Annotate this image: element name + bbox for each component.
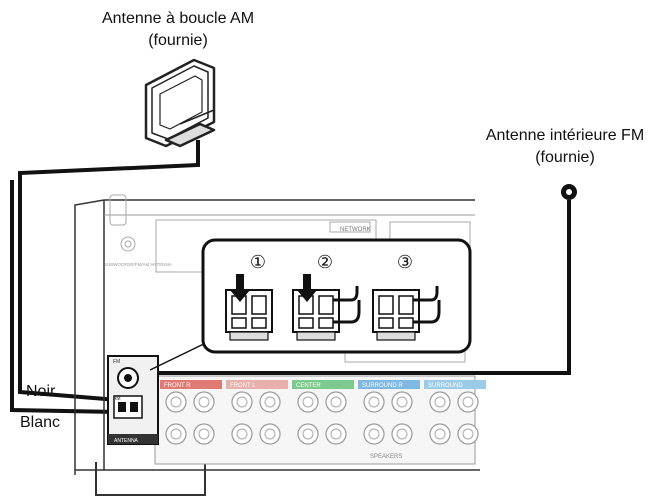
speaker-group-label: FRONT R [164,383,191,389]
receiver-rear-panel [74,199,480,496]
am-antenna-label-line2: (fournie) [148,32,208,49]
speaker-terminal [429,423,451,445]
speaker-group: FRONT R [160,380,222,445]
inset-pointer-line [149,339,213,371]
speaker-group-label: SURROUND [428,383,463,389]
speaker-group: CENTER [292,380,354,445]
subwoofer-antenna-label: SUBWOOFER/FM/AM ANTENNA [104,262,172,267]
connection-step: ① [225,252,273,341]
push-arrow-icon [297,274,317,302]
am-antenna-label: Antenne à boucle AM (fournie) [78,8,278,52]
speakers-label: SPEAKERS [370,454,402,460]
speaker-terminal [363,423,385,445]
speaker-group-label: SURROUND R [362,383,403,389]
am-antenna-label-line1: Antenne à boucle AM [101,10,255,27]
speaker-terminal [457,391,479,413]
speaker-terminal [259,391,281,413]
speaker-terminal [165,423,187,445]
speaker-terminal [325,423,347,445]
speaker-terminal [193,391,215,413]
connection-step: ② [292,252,361,341]
antenna-terminal-label: ANTENNA [114,438,139,444]
speaker-terminal [429,391,451,413]
antenna-terminal-block [107,355,159,445]
step-number: ② [317,252,333,272]
inserted-wire [413,286,439,302]
am-antenna-cable [18,140,200,402]
inserted-wire [333,286,359,302]
speaker-terminal [457,423,479,445]
fm-terminal-label: FM [113,359,120,365]
speaker-group: SURROUND R [358,380,420,445]
am-antenna-cable-white [10,180,119,414]
am-terminal-label: AM [113,396,121,402]
speaker-group: SURROUND [424,380,486,445]
fm-indoor-antenna [135,184,577,375]
wire-white-label: Blanc [20,414,61,431]
speaker-terminal [165,391,187,413]
speaker-terminals: FRONT R FRONT L CENTER SURROUND R SURROUND S… [154,375,486,465]
push-arrow-icon [230,274,250,302]
speaker-terminal [297,423,319,445]
speaker-terminal [363,391,385,413]
fm-antenna-label-line2: (fournie) [535,149,595,166]
speaker-terminal [297,391,319,413]
speaker-terminal [259,423,281,445]
connection-step: ③ [372,252,441,341]
speaker-terminal [231,423,253,445]
speaker-group: FRONT L [226,380,288,445]
speaker-group-label: CENTER [296,383,321,389]
speaker-terminal [391,391,413,413]
speaker-terminal [325,391,347,413]
fm-antenna-label-line1: Antenne intérieure FM [485,127,645,144]
speaker-terminal [391,423,413,445]
step-number: ① [250,252,266,272]
speaker-terminal [193,423,215,445]
am-loop-antenna [144,58,216,148]
network-port-label: NETWORK [340,227,371,233]
speaker-group-label: FRONT L [230,383,256,389]
fm-antenna-label: Antenne intérieure FM (fournie) [470,125,659,169]
step-number: ③ [397,252,413,272]
speaker-terminal [231,391,253,413]
